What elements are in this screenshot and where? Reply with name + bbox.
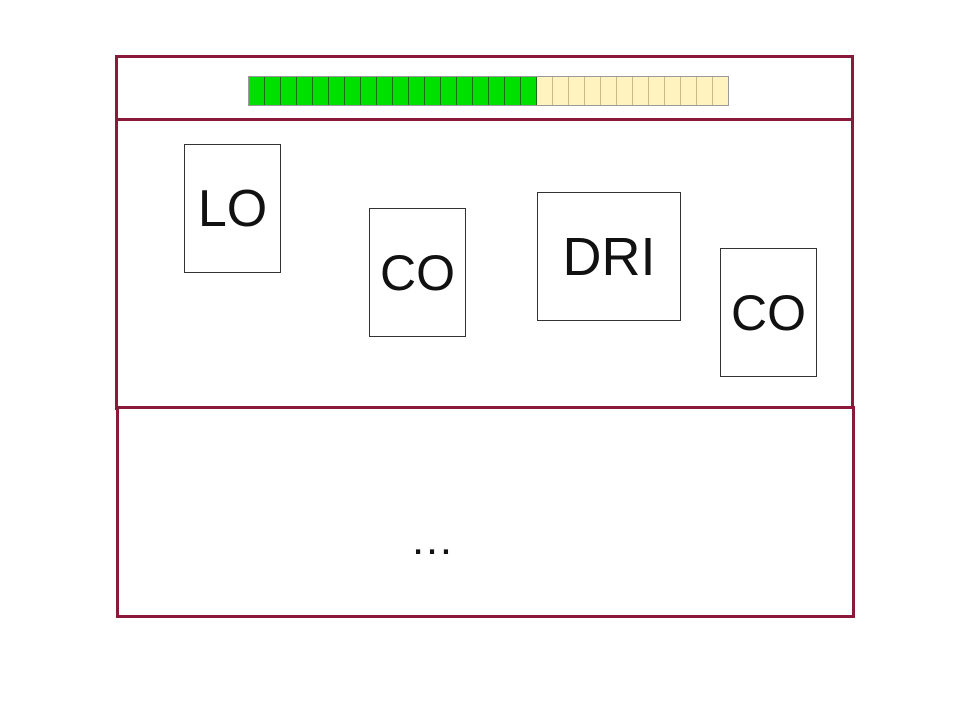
- progress-segment-empty: [553, 77, 569, 105]
- progress-segment-empty: [713, 77, 728, 105]
- progress-segment-filled: [329, 77, 345, 105]
- progress-segment-filled: [249, 77, 265, 105]
- progress-segment-empty: [681, 77, 697, 105]
- progress-segment-filled: [345, 77, 361, 105]
- progress-segment-filled: [489, 77, 505, 105]
- progress-segment-filled: [457, 77, 473, 105]
- progress-segment-filled: [505, 77, 521, 105]
- progress-segment-filled: [425, 77, 441, 105]
- progress-segment-filled: [521, 77, 537, 105]
- progress-segment-filled: [313, 77, 329, 105]
- progress-bar: [248, 76, 729, 106]
- panel-divider: [115, 118, 854, 121]
- progress-segment-filled: [281, 77, 297, 105]
- progress-segment-empty: [665, 77, 681, 105]
- progress-segment-empty: [649, 77, 665, 105]
- progress-segment-empty: [633, 77, 649, 105]
- progress-segment-filled: [441, 77, 457, 105]
- progress-segment-empty: [617, 77, 633, 105]
- progress-segment-filled: [377, 77, 393, 105]
- card-label: CO: [380, 244, 455, 301]
- card-co-1: CO: [369, 208, 466, 337]
- card-label: CO: [731, 284, 806, 341]
- progress-segment-empty: [697, 77, 713, 105]
- bottom-panel: [116, 406, 855, 618]
- progress-segment-filled: [361, 77, 377, 105]
- progress-segment-filled: [265, 77, 281, 105]
- card-dri: DRI: [537, 192, 681, 321]
- progress-segment-empty: [569, 77, 585, 105]
- progress-segment-filled: [393, 77, 409, 105]
- progress-segment-filled: [473, 77, 489, 105]
- progress-segment-empty: [585, 77, 601, 105]
- card-lo: LO: [184, 144, 281, 273]
- card-label: LO: [197, 179, 268, 238]
- continuation-ellipsis: …: [410, 515, 456, 564]
- progress-segment-filled: [409, 77, 425, 105]
- progress-segment-filled: [297, 77, 313, 105]
- card-label: DRI: [562, 226, 656, 287]
- progress-segment-empty: [601, 77, 617, 105]
- card-co-2: CO: [720, 248, 817, 377]
- progress-segment-empty: [537, 77, 553, 105]
